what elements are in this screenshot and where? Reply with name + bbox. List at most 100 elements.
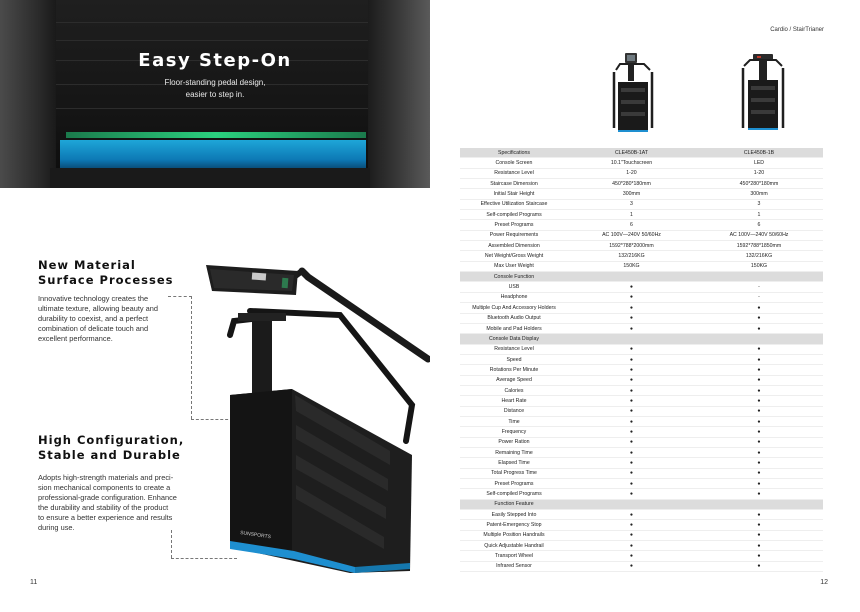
group-label: Function Feature	[460, 499, 568, 511]
stair-edge	[56, 108, 368, 109]
spec-row: Self-compiled Programs●●	[460, 488, 823, 500]
hero-blue-light	[60, 140, 366, 168]
text-line: sion mechanical components to create a	[38, 483, 171, 492]
text-line: Innovative technology creates the	[38, 294, 149, 303]
spec-label: Self-compiled Programs	[460, 488, 568, 500]
spec-label: Elapsed Time	[460, 457, 568, 469]
hero-subtitle-line: Floor-standing pedal design,	[164, 78, 266, 87]
stair-edge	[56, 22, 368, 23]
spec-row: Infrared Sensor●●	[460, 561, 823, 573]
spec-value-1at: 6	[568, 219, 695, 231]
text-line: during use.	[38, 523, 75, 532]
section-title-configuration: High Configuration, Stable and Durable	[38, 433, 184, 463]
spec-value-1at: ●	[568, 426, 695, 438]
spec-label: Preset Programs	[460, 219, 568, 231]
section-text-material: Innovative technology creates the ultima…	[38, 294, 158, 344]
spec-value-1b: ●	[695, 468, 823, 480]
spec-value-1b: ●	[695, 416, 823, 428]
leader-line	[191, 296, 192, 419]
spec-label: Resistance Level	[460, 344, 568, 355]
spec-value-1b: 1	[695, 209, 823, 221]
spec-value-1b: ●	[695, 447, 823, 459]
spec-row: Elapsed Time●●	[460, 457, 823, 469]
spec-value-1at: ●	[568, 313, 695, 324]
spec-label: Preset Programs	[460, 478, 568, 490]
spec-row: USB●-	[460, 281, 823, 293]
spec-value-1at: ●	[568, 550, 695, 562]
spec-label: Multiple Position Handrails	[460, 530, 568, 542]
spec-value-1b: 300mm	[695, 188, 823, 200]
spec-value-1b: ●	[695, 406, 823, 417]
stair-edge	[56, 60, 368, 61]
spec-row: Power Ration●●	[460, 437, 823, 448]
spec-value-1at: ●	[568, 468, 695, 480]
spec-label: Resistance Level	[460, 168, 568, 180]
header-model-1b: CLE450B-1B	[695, 148, 823, 159]
group-label: Console Function	[460, 271, 568, 283]
spec-value-1b: 450*280*180mm	[695, 178, 823, 190]
spec-value-1at: 300mm	[568, 188, 695, 200]
spec-label: Heart Rate	[460, 395, 568, 407]
spec-value-1b: ●	[695, 437, 823, 448]
text-line: ultimate texture, allowing beauty and	[38, 304, 158, 313]
group-label: Console Data Display	[460, 333, 568, 345]
group-fill	[695, 499, 823, 511]
stair-climber-image: SUNSPORTS	[206, 265, 430, 573]
spec-label: Total Progress Time	[460, 468, 568, 480]
spec-value-1b: ●	[695, 478, 823, 490]
spec-value-1at: 10.1"Touchscreen	[568, 157, 695, 169]
left-page: Easy Step-On Floor-standing pedal design…	[0, 0, 430, 586]
spec-table-body: Specifications CLE450B-1AT CLE450B-1B Co…	[460, 148, 823, 573]
text-line: Adopts high-strength materials and preci…	[38, 473, 174, 482]
spec-label: Patent-Emergency Stop	[460, 519, 568, 531]
spec-value-1b: ●	[695, 457, 823, 469]
spec-label: Net Weight/Gross Weight	[460, 250, 568, 262]
spec-row: Total Progress Time●●	[460, 468, 823, 480]
spec-value-1b: ●	[695, 364, 823, 376]
spec-row: Distance●●	[460, 406, 823, 417]
spec-label: Power Requirements	[460, 230, 568, 242]
product-image-1at	[612, 53, 654, 132]
spec-row: Resistance Level●●	[460, 344, 823, 355]
spec-label: Mobile and Pad Holders	[460, 323, 568, 335]
spec-group-row: Function Feature	[460, 499, 823, 511]
spec-row: Bluetooth Audio Output●●	[460, 313, 823, 324]
spec-value-1at: 132/216KG	[568, 250, 695, 262]
section-title-material: New Material Surface Processes	[38, 258, 173, 288]
spec-value-1at: 3	[568, 199, 695, 211]
spec-label: Average Speed	[460, 375, 568, 386]
spec-value-1b: ●	[695, 395, 823, 407]
leader-line	[168, 296, 192, 297]
spec-value-1at: 150KG	[568, 261, 695, 273]
breadcrumb: Cardio / StairTrianer	[770, 27, 824, 33]
spec-table-header: Specifications CLE450B-1AT CLE450B-1B	[460, 148, 823, 159]
spec-group-row: Console Data Display	[460, 333, 823, 345]
spec-value-1at: ●	[568, 478, 695, 490]
leader-line	[191, 419, 233, 420]
spec-value-1at: ●	[568, 364, 695, 376]
spec-row: Easily Stepped Into●●	[460, 509, 823, 521]
spec-value-1at: ●	[568, 302, 695, 314]
spec-value-1at: 1-20	[568, 168, 695, 180]
right-page: Cardio / StairTrianer Specifications CLE…	[430, 0, 860, 612]
hero-image: Easy Step-On Floor-standing pedal design…	[0, 0, 430, 188]
spec-label: Multiple Cup And Accessory Holders	[460, 302, 568, 314]
spec-row: Calories●●	[460, 385, 823, 397]
spec-row: Average Speed●●	[460, 375, 823, 386]
hero-floor	[50, 168, 370, 188]
spec-label: Power Ration	[460, 437, 568, 448]
spec-value-1b: 150KG	[695, 261, 823, 273]
spec-value-1at: ●	[568, 488, 695, 500]
leader-line	[171, 558, 237, 559]
spec-value-1b: ●	[695, 550, 823, 562]
spec-label: Console Screen	[460, 157, 568, 169]
hero-left-wall	[0, 0, 56, 188]
spec-row: Remaining Time●●	[460, 447, 823, 459]
machine-brand: SUNSPORTS	[240, 530, 272, 540]
group-fill	[695, 271, 823, 283]
